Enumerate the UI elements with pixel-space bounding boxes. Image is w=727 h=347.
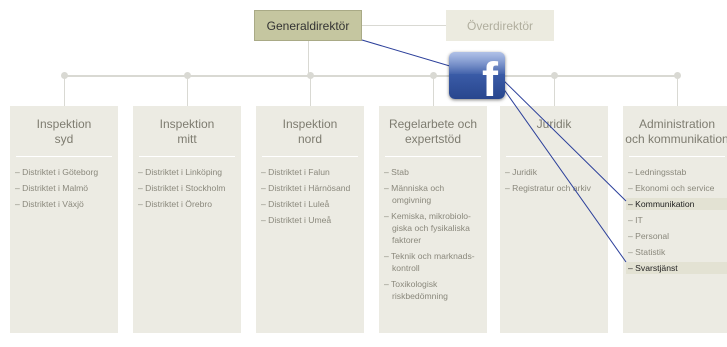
unit-item: Ledningsstab <box>628 166 727 178</box>
drop-connector-administration-kommunikation <box>677 77 678 106</box>
column-title-line: syd <box>54 132 74 146</box>
unit-item: Juridik <box>505 166 605 178</box>
column-title-line: expertstöd <box>404 132 462 146</box>
connector-dot-inspektion-mitt <box>184 72 191 79</box>
connector-dot-inspektion-nord <box>307 72 314 79</box>
unit-item-highlighted: Kommunikation <box>626 198 727 210</box>
column-divider <box>16 156 112 157</box>
unit-item: Teknik och marknads-kontroll <box>384 250 484 274</box>
unit-list: Distriktet i GöteborgDistriktet i MalmöD… <box>10 157 118 210</box>
unit-item: Distriktet i Linköping <box>138 166 238 178</box>
column-divider <box>629 156 725 157</box>
unit-item: Distriktet i Örebro <box>138 198 238 210</box>
column-divider <box>506 156 602 157</box>
unit-item: Personal <box>628 230 727 242</box>
horizontal-connector <box>64 75 676 77</box>
column-regelarbete-expertstod: Regelarbete ochexpertstödStabMänniska oc… <box>379 106 487 333</box>
column-divider <box>385 156 481 157</box>
column-title-line: Juridik <box>536 117 572 131</box>
column-divider <box>262 156 358 157</box>
unit-list: JuridikRegistratur och arkiv <box>500 157 608 194</box>
column-juridik: Juridik JuridikRegistratur och arkiv <box>500 106 608 333</box>
unit-list: Distriktet i FalunDistriktet i Härnösand… <box>256 157 364 226</box>
unit-list: Distriktet i LinköpingDistriktet i Stock… <box>133 157 241 210</box>
column-title-line: Administration <box>638 117 716 131</box>
unit-item: Människa och omgivning <box>384 182 484 206</box>
unit-item: Distriktet i Malmö <box>15 182 115 194</box>
column-inspektion-mitt: InspektionmittDistriktet i LinköpingDist… <box>133 106 241 333</box>
connector-dot-regelarbete-expertstod <box>430 72 437 79</box>
drop-connector-regelarbete-expertstod <box>433 77 434 106</box>
drop-connector-inspektion-syd <box>64 77 65 106</box>
unit-item: Distriktet i Umeå <box>261 214 361 226</box>
unit-item: Distriktet i Falun <box>261 166 361 178</box>
unit-item-highlighted: Svarstjänst <box>626 262 727 274</box>
unit-item: Toxikologisk riskbedömning <box>384 278 484 302</box>
connector-dot-inspektion-syd <box>61 72 68 79</box>
unit-item: Statistik <box>628 246 727 258</box>
unit-item: Registratur och arkiv <box>505 182 605 194</box>
unit-list: StabMänniska och omgivningKemiska, mikro… <box>379 157 487 302</box>
unit-item: Distriktet i Luleå <box>261 198 361 210</box>
gd-od-connector <box>362 25 446 26</box>
unit-item: Kemiska, mikrobiolo-giska och fysikalisk… <box>384 210 484 246</box>
unit-list: LedningsstabEkonomi och serviceKommunika… <box>623 157 727 274</box>
column-divider <box>139 156 235 157</box>
facebook-icon[interactable]: f <box>449 52 505 99</box>
column-title: Juridik <box>500 106 608 156</box>
overdirektor-box: Överdirektör <box>446 10 554 41</box>
column-title-line: Inspektion <box>36 117 92 131</box>
unit-item: Distriktet i Göteborg <box>15 166 115 178</box>
column-inspektion-nord: InspektionnordDistriktet i FalunDistrikt… <box>256 106 364 333</box>
unit-item: Stab <box>384 166 484 178</box>
generaldirektor-label: Generaldirektör <box>266 18 350 33</box>
unit-item: Distriktet i Härnösand <box>261 182 361 194</box>
column-title-line: Regelarbete och <box>388 117 478 131</box>
connector-dot-administration-kommunikation <box>674 72 681 79</box>
unit-item: Ekonomi och service <box>628 182 727 194</box>
column-title-line: mitt <box>177 132 197 146</box>
connector-dot-juridik <box>551 72 558 79</box>
unit-item: Distriktet i Stockholm <box>138 182 238 194</box>
drop-connector-juridik <box>554 77 555 106</box>
unit-item: Distriktet i Växjö <box>15 198 115 210</box>
facebook-to-kommunikation-line <box>496 73 627 202</box>
facebook-to-svarstjanst-line <box>502 87 627 263</box>
column-title-line: Inspektion <box>282 117 338 131</box>
column-title-line: och kommunikation <box>625 132 727 146</box>
column-inspektion-syd: InspektionsydDistriktet i GöteborgDistri… <box>10 106 118 333</box>
drop-connector-inspektion-nord <box>310 77 311 106</box>
drop-connector-inspektion-mitt <box>187 77 188 106</box>
unit-item: IT <box>628 214 727 226</box>
column-title-line: Inspektion <box>159 117 215 131</box>
overdirektor-label: Överdirektör <box>466 18 534 33</box>
column-title-line: nord <box>297 132 323 146</box>
generaldirektor-box: Generaldirektör <box>254 10 362 41</box>
gd-vertical-connector <box>308 41 309 76</box>
